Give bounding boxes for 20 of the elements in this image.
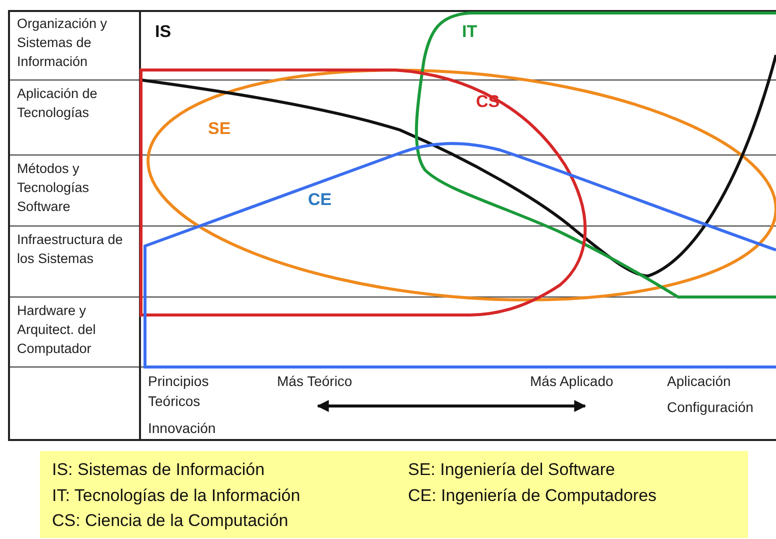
axis-label: Aplicación [667,372,732,391]
row-label: Infraestructura de los Sistemas [17,231,124,268]
axis-label: Más Aplicado [530,372,614,391]
legend-text: IS: Sistemas de Información [52,460,265,480]
row-label: Hardware y Arquitect. del Computador [17,302,97,358]
row-label: Métodos y Tecnologías Software [17,160,90,216]
legend-text: CS: Ciencia de la Computación [52,511,288,531]
region-label: SE [208,119,231,139]
region-label: IS [155,22,172,42]
legend-text: SE: Ingeniería del Software [408,460,615,480]
region-label: CE [308,190,332,210]
legend-text: IT: Tecnologías de la Información [52,486,300,506]
row-label: Organización y Sistemas de Información [17,15,108,71]
axis-label: Más Teórico [277,372,354,391]
row-label: Aplicación de Tecnologías [17,85,98,122]
axis-label: Innovación [148,419,217,438]
axis-label: Principios Teóricos [148,372,210,411]
region-label: IT [462,22,478,42]
legend-text: CE: Ingeniería de Computadores [408,486,657,506]
axis-label: Configuración [667,398,754,417]
